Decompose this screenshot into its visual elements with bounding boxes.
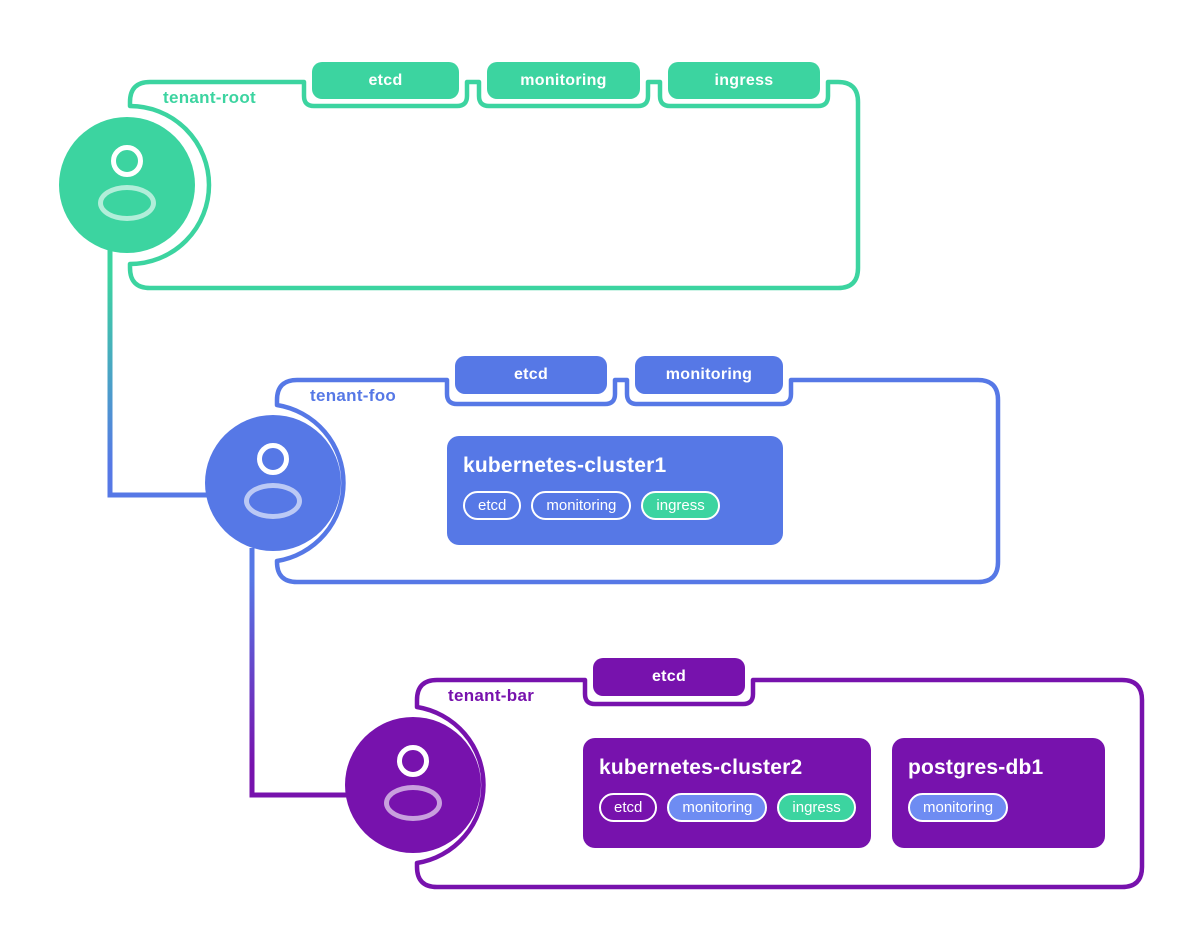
resource-pill-row: etcd monitoring ingress [599,793,856,822]
connector-foo-to-bar [249,548,348,798]
tenant-root-tag-monitoring: monitoring [487,62,640,99]
tag-label: ingress [714,71,774,89]
tenant-foo-border [274,377,1001,585]
resource-pill-row: monitoring [908,793,1089,822]
pill-ingress: ingress [641,491,720,520]
pill-monitoring: monitoring [531,491,632,520]
tenant-root-tag-ingress: ingress [668,62,820,99]
tenant-foo-tag-monitoring: monitoring [635,356,783,394]
pill-monitoring: monitoring [908,793,1009,822]
pill-label: monitoring [546,497,617,514]
pill-label: ingress [792,799,841,816]
tenant-root-border [127,79,861,291]
person-torso-icon [244,483,302,519]
tenant-bar-label: tenant-bar [448,686,535,705]
pill-etcd: etcd [599,793,658,822]
pill-ingress: ingress [777,793,856,822]
person-torso-icon [384,785,442,821]
person-icon [111,145,143,177]
resource-title: postgres-db1 [908,756,1044,779]
tag-label: monitoring [665,366,753,383]
tenant-bar-border [414,677,1145,890]
pill-label: etcd [614,799,643,816]
tenant-root-label: tenant-root [163,88,257,107]
tenant-root-avatar [59,117,195,253]
person-icon [397,745,429,777]
resource-kubernetes-cluster1: kubernetes-cluster1 etcd monitoring ingr… [447,436,783,545]
pill-label: etcd [478,497,507,514]
tenant-foo-label: tenant-foo [310,386,397,405]
tenant-bar-avatar [345,717,481,853]
person-torso-icon [98,185,156,221]
pill-label: ingress [656,497,705,514]
tag-label: etcd [651,668,687,685]
tenant-foo-avatar [205,415,341,551]
tenant-bar-tag-etcd: etcd [593,658,745,696]
person-icon [257,443,289,475]
tag-label: etcd [513,366,549,383]
tag-label: etcd [368,71,403,89]
pill-etcd: etcd [463,491,522,520]
pill-monitoring: monitoring [667,793,768,822]
resource-pill-row: etcd monitoring ingress [463,491,767,520]
tenant-root-tag-etcd: etcd [312,62,459,99]
tenant-foo-tag-etcd: etcd [455,356,607,394]
tag-label: monitoring [520,71,607,89]
resource-title: kubernetes-cluster1 [463,454,667,477]
resource-postgres-db1: postgres-db1 monitoring [892,738,1105,848]
connector-root-to-foo [107,246,208,498]
resource-title: kubernetes-cluster2 [599,756,803,779]
pill-label: monitoring [682,799,753,816]
resource-kubernetes-cluster2: kubernetes-cluster2 etcd monitoring ingr… [583,738,871,848]
pill-label: monitoring [923,799,994,816]
